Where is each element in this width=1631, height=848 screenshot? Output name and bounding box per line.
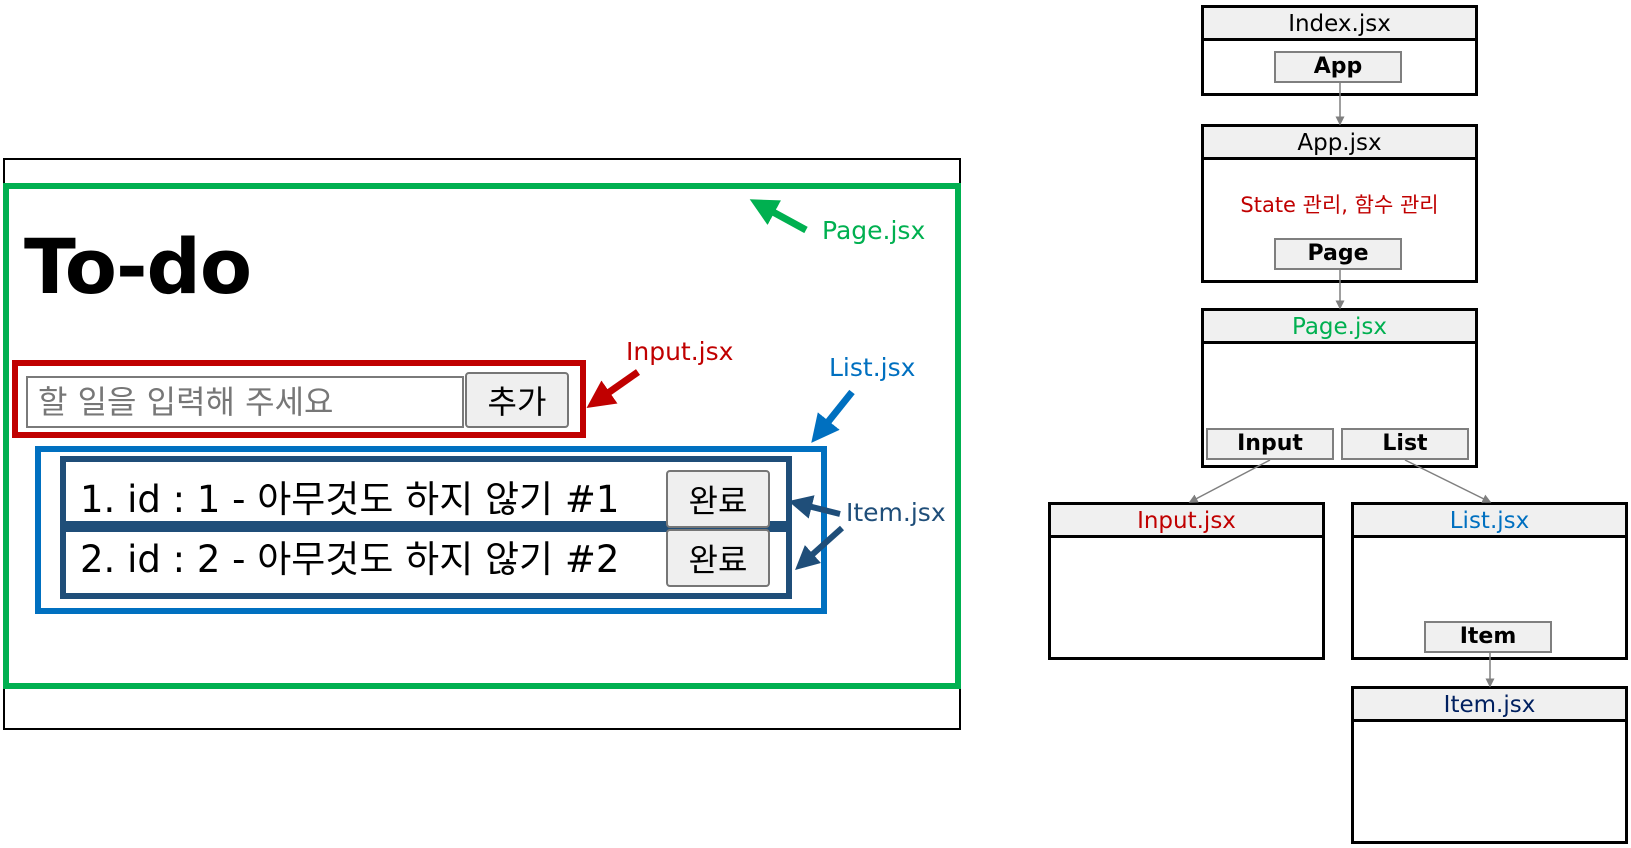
complete-button[interactable]: 완료 bbox=[666, 529, 770, 587]
item-jsx-label: Item.jsx bbox=[846, 498, 946, 527]
complete-button[interactable]: 완료 bbox=[666, 470, 770, 528]
app-node: App.jsx State 관리, 함수 관리 bbox=[1201, 124, 1478, 283]
item-node: Item.jsx bbox=[1351, 686, 1628, 844]
input-jsx-label: Input.jsx bbox=[626, 337, 734, 366]
page-node-title: Page.jsx bbox=[1204, 311, 1475, 344]
input-node-title: Input.jsx bbox=[1051, 505, 1322, 538]
input-node: Input.jsx bbox=[1048, 502, 1325, 660]
page-child-pill: Page bbox=[1274, 238, 1402, 270]
page-component-highlight bbox=[3, 183, 961, 689]
item-component-highlight bbox=[60, 456, 792, 527]
list-jsx-label: List.jsx bbox=[829, 353, 916, 382]
list-child-pill: List bbox=[1341, 428, 1469, 460]
todo-input[interactable] bbox=[26, 376, 464, 428]
input-component-highlight bbox=[12, 360, 586, 438]
page-jsx-label: Page.jsx bbox=[822, 216, 926, 245]
index-node-title: Index.jsx bbox=[1204, 8, 1475, 41]
item-component-highlight bbox=[60, 526, 792, 599]
add-button[interactable]: 추가 bbox=[465, 372, 569, 428]
list-node-title: List.jsx bbox=[1354, 505, 1625, 538]
app-node-title: App.jsx bbox=[1204, 127, 1475, 160]
todo-item-text: 2. id : 2 - 아무것도 하지 않기 #2 bbox=[80, 538, 620, 581]
input-child-pill: Input bbox=[1206, 428, 1334, 460]
app-child-pill: App bbox=[1274, 51, 1402, 83]
app-node-description: State 관리, 함수 관리 bbox=[1240, 193, 1439, 217]
page-title: To-do bbox=[24, 222, 252, 311]
todo-item-text: 1. id : 1 - 아무것도 하지 않기 #1 bbox=[80, 478, 620, 521]
item-node-title: Item.jsx bbox=[1354, 689, 1625, 722]
item-child-pill: Item bbox=[1424, 621, 1552, 653]
